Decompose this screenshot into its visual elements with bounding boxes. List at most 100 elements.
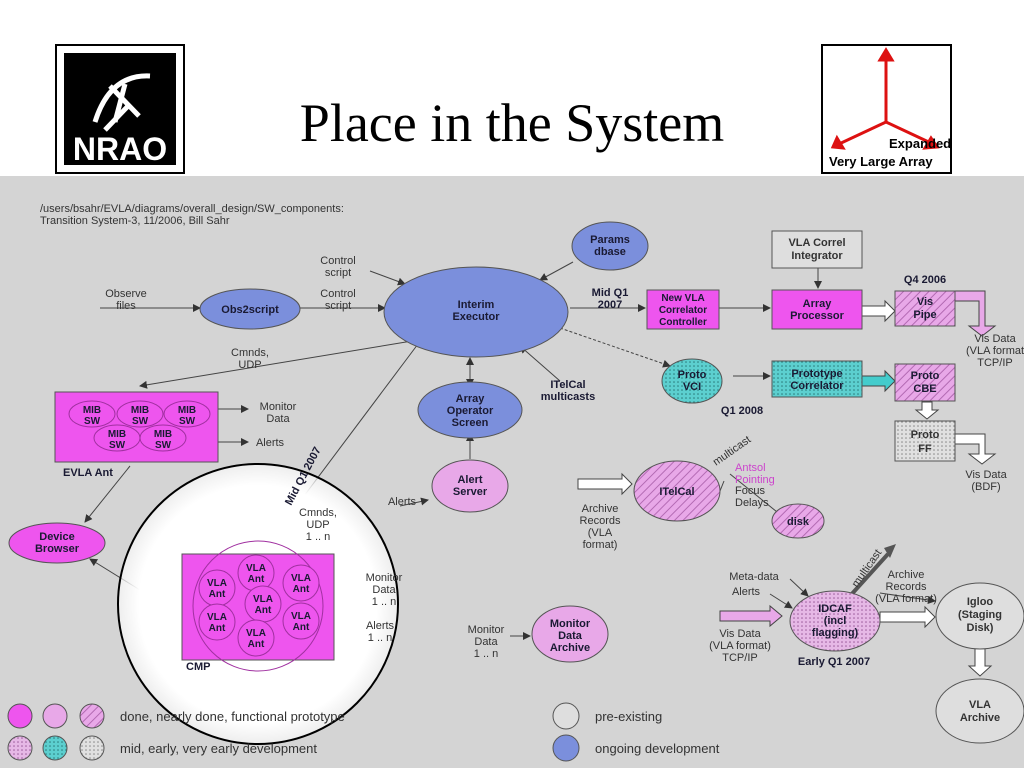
legend: done, nearly done, functional prototype … [7, 702, 720, 762]
params-dbase-node [571, 221, 649, 271]
source-path-line-2: Transition System-3, 11/2006, Bill Sahr [40, 215, 230, 227]
observe-files-a: Observe [105, 288, 147, 300]
mid-q1-2007-a: Mid Q1 [592, 287, 629, 299]
legend-swatch-hatch [79, 703, 105, 729]
monitor-data-1-b: Data [266, 413, 290, 425]
cmp-label: CMP [186, 661, 210, 673]
vla-ant-label: Ant [209, 589, 226, 600]
params-dbase-label-1: Params [590, 234, 630, 246]
vla-correl-integrator-node [771, 230, 863, 269]
disk-node [771, 503, 825, 539]
legend-swatch-ongoing [552, 734, 580, 762]
nvcc-label-3: Controller [659, 317, 707, 328]
legend-swatch-dots-gray [79, 735, 105, 761]
evla-ant-label: EVLA Ant [63, 467, 113, 479]
array-processor-label-1: Array [803, 298, 833, 310]
device-browser-label-2: Browser [35, 543, 80, 555]
meta-data-label: Meta-data [729, 571, 779, 583]
vla-ant-label: VLA [246, 628, 266, 639]
mda-label-3: Archive [550, 642, 590, 654]
aos-label-3: Screen [452, 417, 489, 429]
svg-text:Expanded: Expanded [889, 136, 951, 151]
idcaf-label-1: IDCAF [818, 603, 852, 615]
vis-pipe-block-arrow [861, 299, 896, 323]
cmnds-udp-1-a: Cmnds, [231, 347, 269, 359]
alerts-cmp-b: 1 .. n [368, 632, 392, 644]
vla-archive-node [935, 678, 1024, 744]
mib-sw-node [139, 424, 187, 452]
svg-text:Very Large Array: Very Large Array [829, 154, 933, 169]
cmp-inner-ring [192, 540, 324, 672]
device-browser-node [8, 522, 106, 564]
array-processor-label-2: Processor [790, 310, 845, 322]
monitor-data-archive-node [531, 605, 609, 663]
vis-data-block-arrow [719, 604, 783, 628]
multicast-arrow [848, 552, 890, 598]
vla-ant-label: VLA [291, 573, 311, 584]
vla-ant-label: VLA [291, 611, 311, 622]
proto-cbe-label-1: Proto [911, 370, 940, 382]
mib-sw-label: MIB [178, 405, 196, 416]
pointing-label: Pointing [735, 474, 775, 486]
monitor-data-1-a: Monitor [260, 401, 297, 413]
igloo-node [935, 582, 1024, 650]
vla-archive-label-2: Archive [960, 712, 1000, 724]
early-q1-2007-label: Early Q1 2007 [798, 656, 870, 668]
vla-ant-label: VLA [246, 563, 266, 574]
vis-data-vla-2-b: (VLA format) [709, 640, 771, 652]
slide-header: NRAO Place in the System Expanded Very L… [0, 0, 1024, 176]
proto-vci-label-2: VCI [683, 381, 701, 393]
archive-records-left-d: format) [583, 539, 618, 551]
vci-label-1: VLA Correl [788, 237, 845, 249]
mda-label-2: Data [558, 630, 583, 642]
igloo-label-2: (Staging [958, 609, 1002, 621]
itelcal-label: ITelCal [659, 486, 694, 498]
vla-ant-node [198, 603, 236, 641]
idcaf-label-3: flagging) [812, 627, 859, 639]
focus-label: Focus [735, 485, 765, 497]
mid-q1-2007-b: 2007 [598, 299, 622, 311]
vis-data-bdf-a: Vis Data [965, 469, 1007, 481]
monitor-data-bottom-b: Data [474, 636, 498, 648]
mib-sw-label: MIB [108, 429, 126, 440]
prototype-correlator-node [771, 360, 863, 398]
control-script-1-a: Control [320, 255, 355, 267]
legend-pre-existing-text: pre-existing [595, 709, 662, 724]
vla-ant-node [282, 564, 320, 602]
alerts-1-label: Alerts [256, 437, 285, 449]
legend-swatch-dots-cyan [42, 735, 68, 761]
nvcc-label-1: New VLA [661, 293, 704, 304]
legend-swatch-dots [7, 735, 33, 761]
source-path-line-1: /users/bsahr/EVLA/diagrams/overall_desig… [40, 203, 344, 215]
vis-data-vla-a: Vis Data [974, 333, 1016, 345]
vla-ant-node [237, 619, 275, 657]
itelcal-multicasts-a: ITelCal [550, 379, 585, 391]
vis-data-vla-b: (VLA format [966, 345, 1024, 357]
interim-executor-label-1: Interim [458, 299, 495, 311]
mib-sw-label: MIB [83, 405, 101, 416]
proto-cbe-node [894, 363, 956, 402]
monitor-data-cmp-a: Monitor [366, 572, 403, 584]
aos-label-2: Operator [447, 405, 494, 417]
mib-sw-label: SW [109, 440, 126, 451]
control-script-1-b: script [325, 267, 351, 279]
vis-pipe-label-1: Vis [917, 296, 933, 308]
vla-ant-label: Ant [248, 639, 265, 650]
antsol-label: Antsol [735, 462, 766, 474]
mib-sw-label: MIB [154, 429, 172, 440]
itelcal-node [633, 460, 721, 522]
alerts-cmp-a: Alerts [366, 620, 395, 632]
legend-swatch-light-magenta [42, 703, 68, 729]
legend-ongoing-text: ongoing development [595, 741, 720, 756]
mib-sw-node [163, 400, 211, 428]
alerts-3-label: Alerts [732, 586, 761, 598]
vis-data-vla-2-a: Vis Data [719, 628, 761, 640]
archive-block-arrow [577, 472, 633, 496]
proto-ff-label-2: FF [918, 443, 932, 455]
mib-sw-label: SW [179, 416, 196, 427]
itelcal-multicasts-b: multicasts [541, 391, 595, 403]
vla-ant-label: Ant [248, 574, 265, 585]
mib-sw-label: SW [155, 440, 172, 451]
obs2script-label: Obs2script [221, 304, 279, 316]
params-dbase-label-2: dbase [594, 246, 626, 258]
